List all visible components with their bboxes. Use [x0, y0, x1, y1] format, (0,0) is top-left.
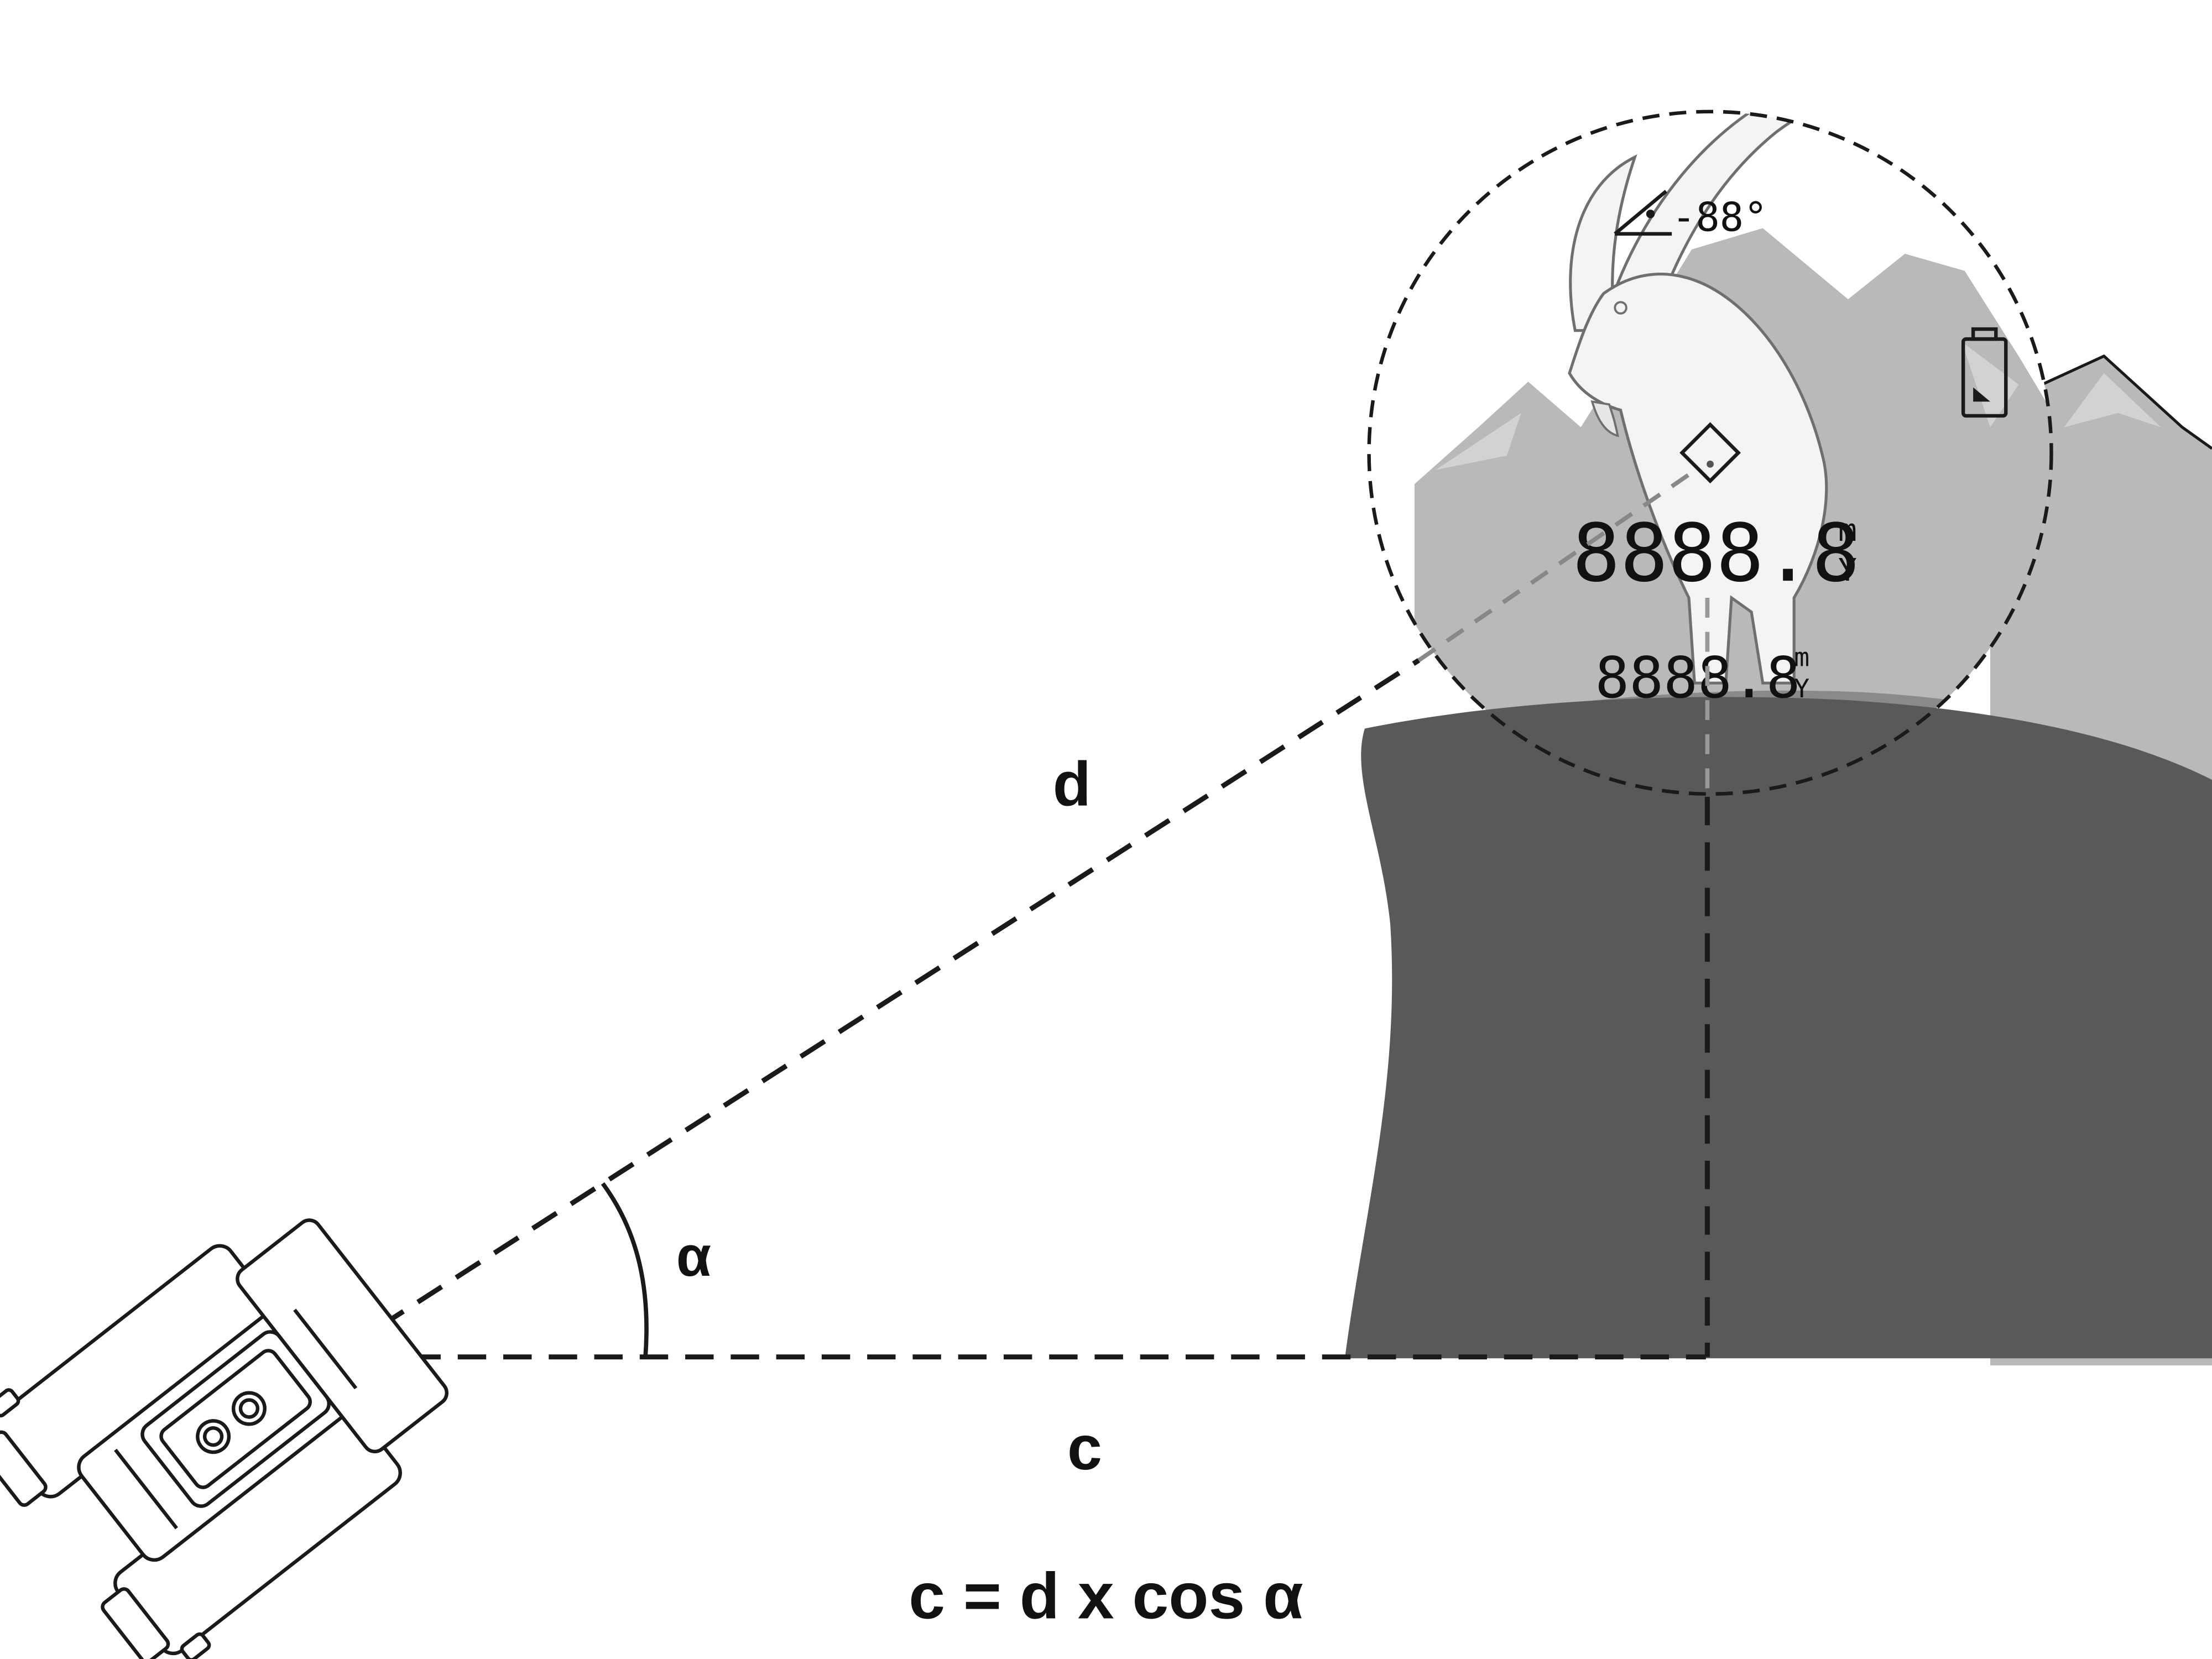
- ibex-beard: [1590, 400, 1619, 437]
- battery-icon: [1961, 327, 2008, 418]
- mountain-snow-patch: [2064, 373, 2161, 427]
- reticle-icon: [1679, 422, 1741, 484]
- primary-unit-meters: m: [1838, 513, 1857, 549]
- label-alpha: α: [676, 1224, 711, 1288]
- label-d: d: [1053, 749, 1091, 818]
- ibex-illustration: [1568, 111, 1916, 685]
- secondary-unit-meters: m: [1794, 642, 1809, 672]
- primary-unit-yards: Y: [1838, 552, 1857, 588]
- secondary-unit-yards: Y: [1794, 674, 1809, 703]
- secondary-distance: 8888.8: [1595, 645, 1800, 711]
- angle-reading: -88°: [1672, 194, 1767, 241]
- formula: c = d x cos α: [909, 1560, 1303, 1633]
- binoculars-icon: [0, 1218, 448, 1659]
- cliff: [1344, 697, 2212, 1359]
- angle-arc: [601, 1182, 649, 1358]
- angle-icon: [1614, 190, 1672, 236]
- line-of-sight-d-lens: [1417, 471, 1693, 662]
- primary-distance: 8888.8: [1572, 507, 1860, 599]
- ibex-eye: [1614, 301, 1627, 315]
- line-of-sight-d: [340, 658, 1420, 1354]
- label-c: c: [1067, 1413, 1102, 1483]
- lens-circle: [1367, 109, 2053, 796]
- mountain-lens-snow: [1436, 342, 2019, 470]
- ibex-horn-inner: [1569, 154, 1637, 332]
- ibex-body: [1568, 273, 1828, 685]
